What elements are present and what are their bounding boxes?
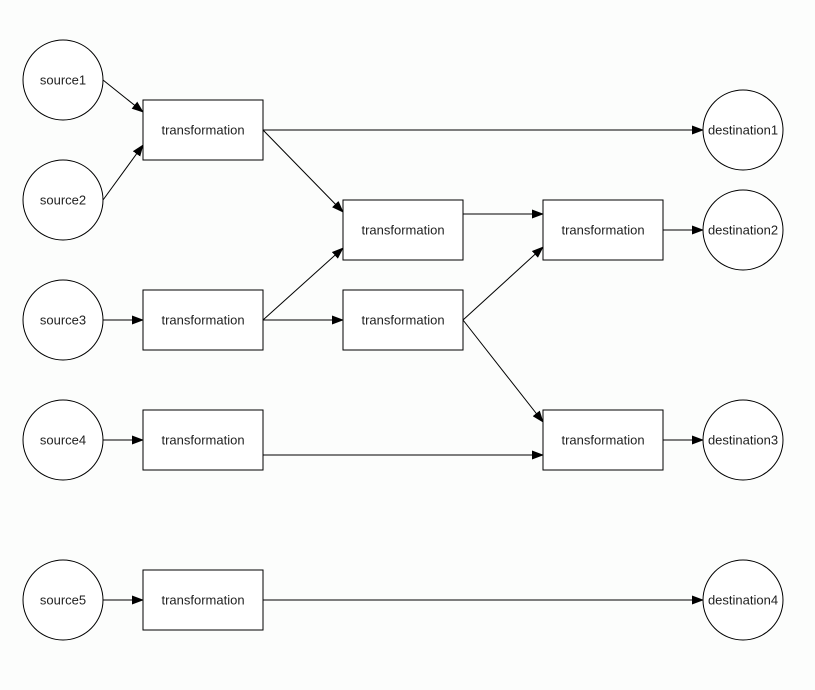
source4-label: source4: [40, 433, 86, 448]
node-transformation8[interactable]: transformation: [142, 569, 264, 631]
source3-label: source3: [40, 313, 86, 328]
edge-transformation1-to-transformation2[interactable]: [262, 129, 344, 213]
source5-label: source5: [40, 593, 86, 608]
transformation6-label: transformation: [161, 433, 244, 448]
transformation7-label: transformation: [561, 433, 644, 448]
node-transformation2[interactable]: transformation: [342, 199, 464, 261]
transformation4-shape[interactable]: [342, 289, 464, 351]
node-transformation5[interactable]: transformation: [542, 199, 664, 261]
node-transformation4[interactable]: transformation: [342, 289, 464, 351]
node-destination2[interactable]: destination2: [702, 189, 784, 271]
transformation7-shape[interactable]: [542, 409, 664, 471]
transformation2-shape[interactable]: [342, 199, 464, 261]
node-transformation7[interactable]: transformation: [542, 409, 664, 471]
transformation3-label: transformation: [161, 313, 244, 328]
node-destination1[interactable]: destination1: [702, 89, 784, 171]
node-source5[interactable]: source5: [22, 559, 104, 641]
destination1-label: destination1: [708, 123, 778, 138]
source4-shape[interactable]: [22, 399, 104, 481]
edge-transformation3-to-transformation2[interactable]: [262, 247, 344, 321]
transformation1-label: transformation: [161, 123, 244, 138]
destination3-shape[interactable]: [702, 399, 784, 481]
transformation8-label: transformation: [161, 593, 244, 608]
node-source3[interactable]: source3: [22, 279, 104, 361]
node-source4[interactable]: source4: [22, 399, 104, 481]
edge-source1-to-transformation1[interactable]: [102, 79, 144, 113]
transformation5-shape[interactable]: [542, 199, 664, 261]
node-transformation6[interactable]: transformation: [142, 409, 264, 471]
transformation3-shape[interactable]: [142, 289, 264, 351]
transformation5-label: transformation: [561, 223, 644, 238]
edge-transformation4-to-transformation5[interactable]: [462, 246, 544, 321]
destination3-label: destination3: [708, 433, 778, 448]
node-source1[interactable]: source1: [22, 39, 104, 121]
node-source2[interactable]: source2: [22, 159, 104, 241]
source2-shape[interactable]: [22, 159, 104, 241]
source1-shape[interactable]: [22, 39, 104, 121]
destination4-shape[interactable]: [702, 559, 784, 641]
node-transformation3[interactable]: transformation: [142, 289, 264, 351]
destination2-label: destination2: [708, 223, 778, 238]
source1-label: source1: [40, 73, 86, 88]
source2-label: source2: [40, 193, 86, 208]
source3-shape[interactable]: [22, 279, 104, 361]
node-destination4[interactable]: destination4: [702, 559, 784, 641]
transformation6-shape[interactable]: [142, 409, 264, 471]
transformation8-shape[interactable]: [142, 569, 264, 631]
node-destination3[interactable]: destination3: [702, 399, 784, 481]
destination2-shape[interactable]: [702, 189, 784, 271]
node-transformation1[interactable]: transformation: [142, 99, 264, 161]
edge-transformation4-to-transformation7[interactable]: [462, 319, 544, 423]
transformation1-shape[interactable]: [142, 99, 264, 161]
edge-source2-to-transformation1[interactable]: [102, 144, 144, 201]
destination1-shape[interactable]: [702, 89, 784, 171]
transformation2-label: transformation: [361, 223, 444, 238]
source5-shape[interactable]: [22, 559, 104, 641]
destination4-label: destination4: [708, 593, 778, 608]
transformation4-label: transformation: [361, 313, 444, 328]
